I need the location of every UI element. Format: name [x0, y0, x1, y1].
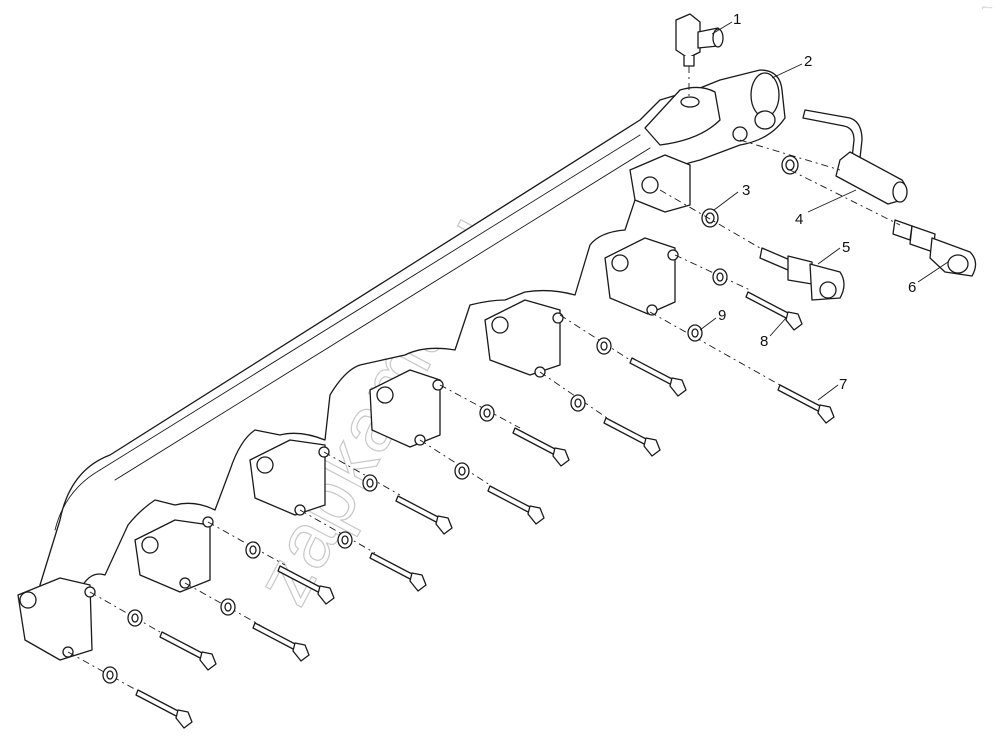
bolt: [252, 622, 310, 662]
boss: [369, 369, 444, 448]
bolt: [487, 485, 545, 525]
bolt: [135, 689, 193, 729]
boss: [134, 516, 214, 593]
part-1-elbow-fitting: [675, 13, 724, 100]
bolt: [745, 291, 803, 331]
corner-mark: ⌐–: [982, 2, 992, 12]
bolt: [395, 495, 453, 535]
alignment-lines: [67, 139, 901, 693]
callout-6: 6: [908, 279, 916, 296]
bolt: [603, 417, 661, 457]
washer: [479, 404, 495, 422]
washer: [220, 598, 236, 616]
callout-1: 1: [733, 11, 741, 28]
washer: [712, 268, 728, 286]
boss: [249, 439, 330, 516]
washers: [102, 268, 728, 684]
manifold-rail: [39, 69, 786, 641]
callout-9: 9: [718, 307, 726, 324]
callout-4: 4: [795, 211, 803, 228]
washer: [102, 666, 118, 684]
washer: [454, 462, 470, 480]
washer: [596, 337, 612, 355]
washer: [570, 394, 586, 412]
part-6-connector-sensor: [892, 219, 977, 277]
washer: [127, 609, 143, 627]
callout-2: 2: [804, 53, 812, 70]
bolts: [135, 291, 835, 729]
washer: [245, 541, 261, 559]
bolt: [629, 357, 687, 397]
boss: [484, 299, 564, 378]
leader-lines: [699, 21, 949, 401]
callout-3: 3: [742, 182, 750, 199]
bolt: [159, 631, 217, 671]
washer: [362, 474, 378, 492]
mounting-bosses: [17, 154, 691, 661]
boss: [604, 237, 679, 316]
bolt: [777, 384, 835, 424]
callout-7: 7: [839, 376, 847, 393]
part-5-sensor: [759, 247, 845, 301]
part-4-bent-tube: [802, 109, 908, 205]
bolt: [512, 427, 570, 467]
bolt: [277, 565, 335, 605]
callout-5: 5: [842, 239, 850, 256]
callouts: 1 2 3 4 5 6 7 8 9: [718, 11, 916, 393]
bolt: [369, 552, 427, 592]
boss: [17, 577, 96, 661]
callout-8: 8: [760, 333, 768, 350]
washer: [687, 324, 703, 342]
sealing-rings: [701, 155, 799, 228]
boss: [629, 154, 691, 213]
washer: [337, 531, 353, 549]
